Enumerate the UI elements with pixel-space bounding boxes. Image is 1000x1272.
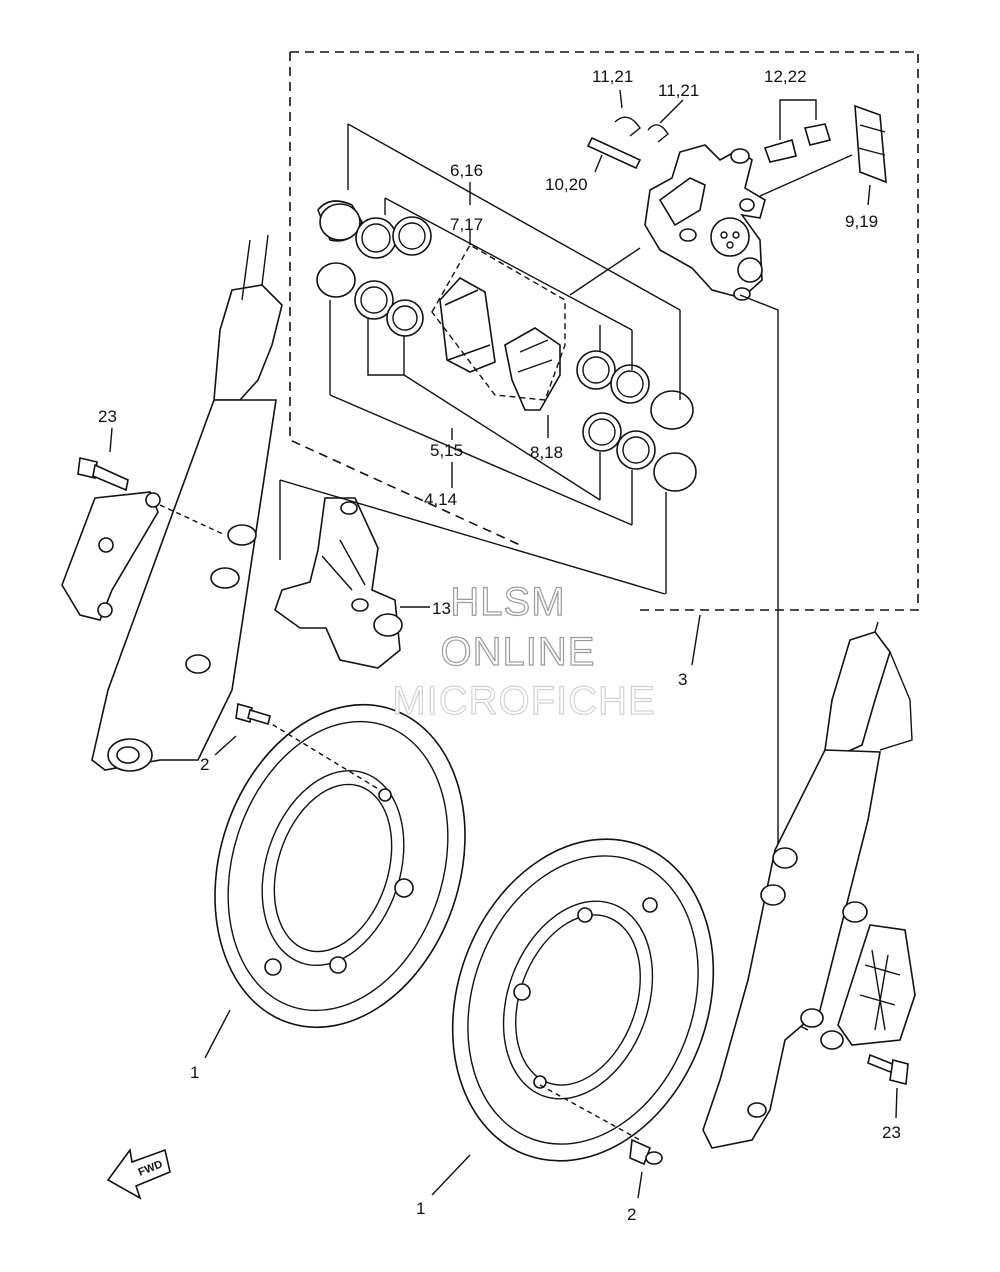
callout-1-left: 1 (190, 1063, 199, 1082)
leader-lines (329, 123, 701, 666)
callout-8-18: 8,18 (530, 443, 563, 462)
callout-3: 3 (678, 670, 687, 689)
upper-brake-caliper (644, 144, 766, 301)
brake-pads (431, 244, 566, 411)
right-hose-bracket (837, 924, 916, 1046)
callout-9-19: 9,19 (845, 212, 878, 231)
brake-disc-left (214, 703, 466, 1029)
disc-leaders (204, 1009, 471, 1196)
callout-labels: 11,21 11,21 12,22 6,16 10,20 7,17 9,19 2… (98, 67, 901, 1224)
callout-10-20: 10,20 (545, 175, 588, 194)
callout-13: 13 (432, 599, 451, 618)
callout-7-17: 7,17 (450, 215, 483, 234)
bleed-screw (763, 99, 832, 163)
callout-11-21-b: 11,21 (658, 81, 699, 100)
fwd-arrow: FWD (106, 1147, 171, 1200)
watermark-line-3: MICROFICHE (392, 679, 655, 723)
bolt-23-right (867, 1053, 909, 1119)
caliper-assembly-boundary (289, 51, 919, 611)
pistons-seals-left (316, 200, 432, 337)
pistons-seals-right (576, 350, 697, 492)
leader-4-14 (279, 479, 666, 595)
callout-6-16: 6,16 (450, 161, 483, 180)
watermark-line-1: HLSM (450, 580, 565, 624)
watermark-line-2: ONLINE (441, 630, 596, 674)
callout-23-right: 23 (882, 1123, 901, 1142)
right-fork-leg (702, 621, 913, 1149)
bolt-23-left (77, 427, 129, 492)
callout-2-right: 2 (627, 1205, 636, 1224)
callout-12-22: 12,22 (764, 67, 807, 86)
callout-1-right: 1 (416, 1199, 425, 1218)
watermark: HLSM ONLINE MICROFICHE (392, 579, 656, 723)
callout-5-15: 5,15 (430, 441, 463, 460)
callout-11-21-a: 11,21 (592, 67, 633, 86)
callout-2-left: 2 (200, 755, 209, 774)
brake-disc-right (451, 838, 715, 1162)
bolt-2-right (629, 1138, 663, 1199)
callout-23-left: 23 (98, 407, 117, 426)
callout-4-14: 4,14 (424, 490, 457, 509)
bolt-2-left (214, 702, 271, 756)
pad-pins (586, 89, 684, 173)
left-hose-bracket (61, 491, 226, 621)
left-brake-caliper (274, 497, 430, 669)
pad-spring (759, 104, 887, 206)
left-fork-leg (91, 234, 283, 772)
